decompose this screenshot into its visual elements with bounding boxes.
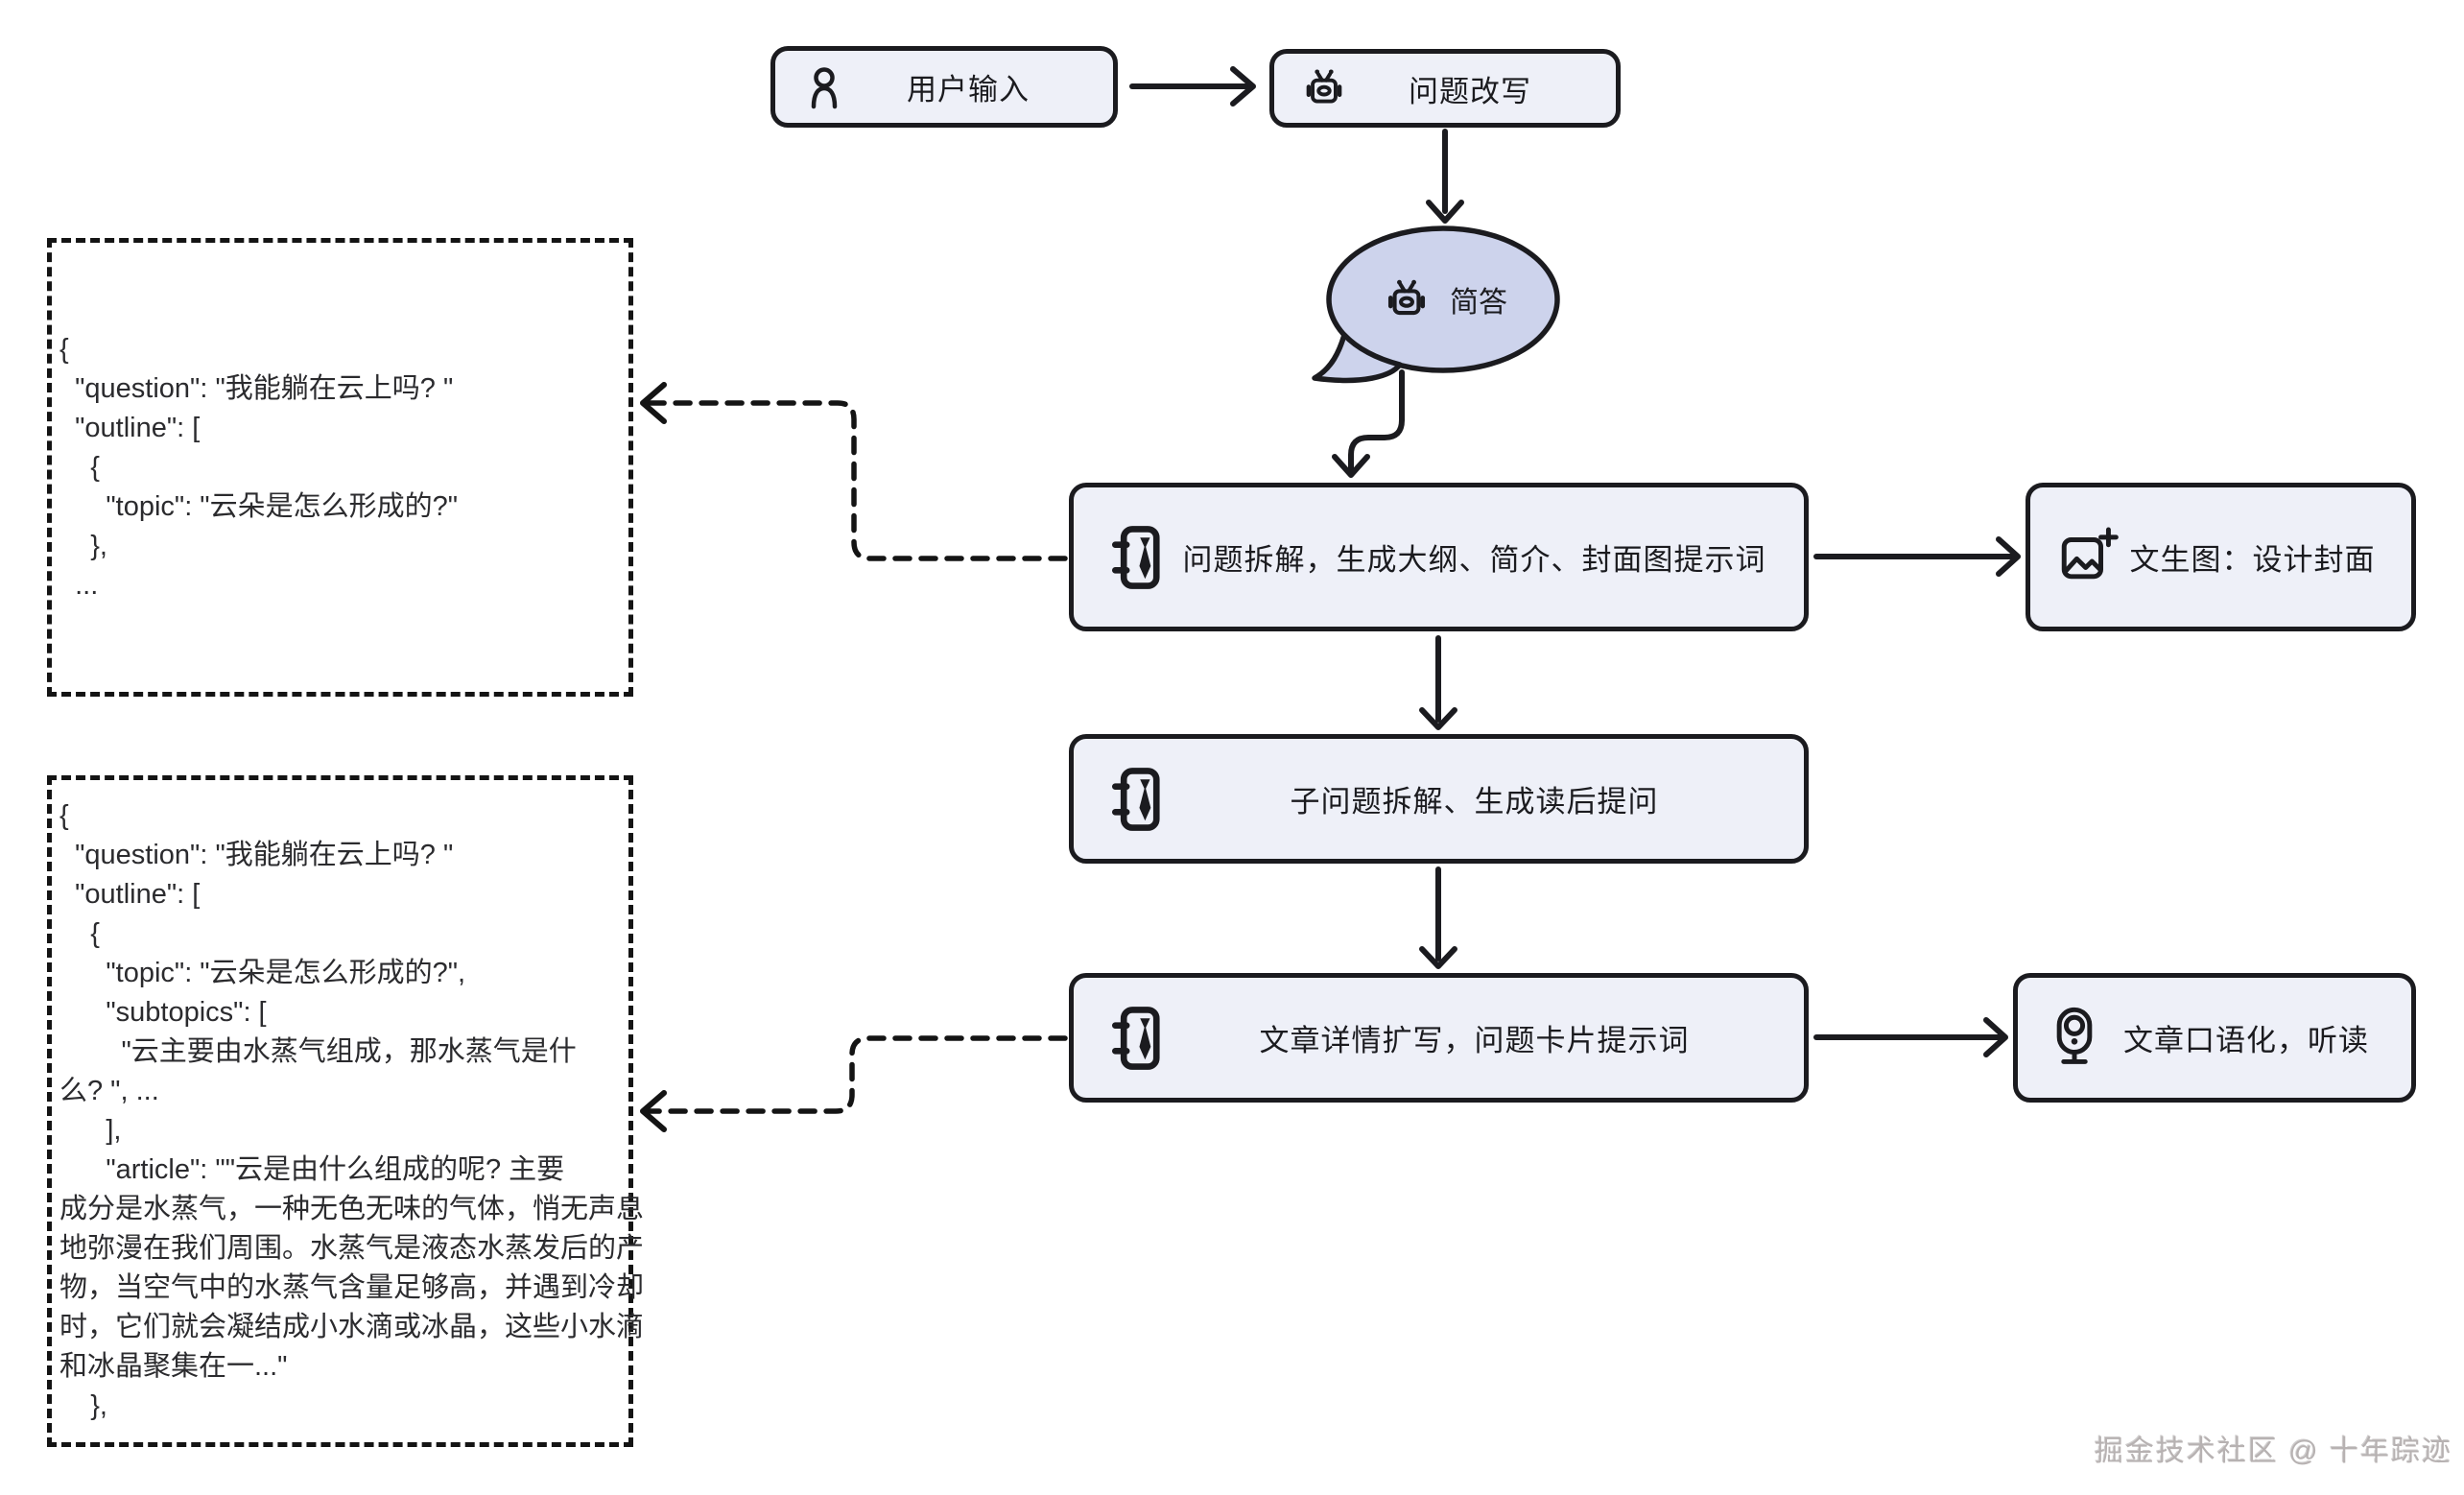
node-short-answer-label: 简答 [1450,287,1507,319]
arrow-decompose-to-subq [1419,635,1457,730]
json-line: "subtopics": [ [59,997,267,1028]
json-line: ], [59,1115,122,1146]
json-line: 地弥漫在我们周围。水蒸气是液态水蒸发后的产 [59,1233,645,1264]
arrow-user-to-rewrite [1129,66,1256,107]
node-rewrite: 问题改写 [1269,49,1621,128]
node-decompose: 问题拆解，生成大纲、简介、封面图提示词 [1069,483,1809,631]
json-line: { [59,800,69,831]
arrow-decompose-to-cover [1813,536,2021,577]
json-line: 物，当空气中的水蒸气含量足够高，并遇到冷却 [59,1272,645,1303]
json-output-article: { "question": "我能躺在云上吗? " "outline": [ {… [47,775,645,1447]
node-article-expand-label: 文章详情扩写，问题卡片提示词 [1259,1024,1690,1057]
json-line: 么? ", ... [59,1076,159,1106]
node-user-input: 用户输入 [770,46,1118,128]
json-line: { [59,918,100,949]
json-line: "outline": [ [59,412,201,443]
node-article-expand: 文章详情扩写，问题卡片提示词 [1069,973,1809,1103]
json-line: 和冰晶聚集在一..." [59,1351,288,1382]
json-line: "question": "我能躺在云上吗? " [59,840,454,870]
json-line: "article": ""云是由什么组成的呢? 主要 [59,1154,565,1185]
json-line: { [59,333,69,365]
node-decompose-label: 问题拆解，生成大纲、简介、封面图提示词 [1182,543,1766,577]
json-line: "云主要由水蒸气组成，那水蒸气是什 [59,1036,577,1067]
node-sub-questions: 子问题拆解、生成读后提问 [1069,734,1809,864]
arrow-subq-to-article [1419,866,1457,969]
dashed-connector-article-to-article-json [640,1035,1068,1132]
arrow-answer-to-decompose [1332,369,1405,478]
webcam-speaker-icon [2056,1007,2093,1064]
json-line: "topic": "云朵是怎么形成的?", [59,958,466,988]
node-cover-image: 文生图：设计封面 [2026,483,2416,631]
node-speechify: 文章口语化，听读 [2013,973,2416,1103]
dashed-connector-decompose-to-outline-json [640,382,1068,561]
json-line: }, [59,530,107,561]
watermark: 掘金技术社区 @ 十年踪迹 [2094,1436,2452,1467]
json-line: "outline": [ [59,879,201,910]
node-speechify-label: 文章口语化，听读 [2123,1024,2369,1057]
node-rewrite-label: 问题改写 [1409,74,1531,108]
notebook-outline-icon [1111,525,1160,589]
json-line: 成分是水蒸气，一种无色无味的气体，悄无声息 [59,1194,645,1224]
notebook-outline-icon [1111,767,1160,831]
node-short-answer: 简答 [1343,251,1545,347]
user-icon [811,66,838,108]
notebook-outline-icon [1111,1006,1160,1070]
json-line: { [59,451,100,483]
node-user-input-label: 用户输入 [907,73,1030,107]
json-output-outline: { "question": "我能躺在云上吗? " "outline": [ {… [47,238,633,697]
node-cover-image-label: 文生图：设计封面 [2129,543,2376,577]
node-sub-questions-label: 子问题拆解、生成读后提问 [1290,785,1659,819]
json-line: ... [59,569,99,601]
json-line: }, [59,1390,107,1421]
robot-icon [1387,279,1426,316]
arrow-rewrite-to-answer [1426,129,1464,224]
robot-icon [1306,69,1342,104]
json-line: "topic": "云朵是怎么形成的?" [59,490,459,522]
arrow-article-to-speech [1813,1017,2008,1057]
json-line: "question": "我能躺在云上吗? " [59,372,454,404]
json-line: 时，它们就会凝结成小水滴或冰晶，这些小水滴 [59,1312,645,1342]
image-plus-icon [2061,526,2119,579]
